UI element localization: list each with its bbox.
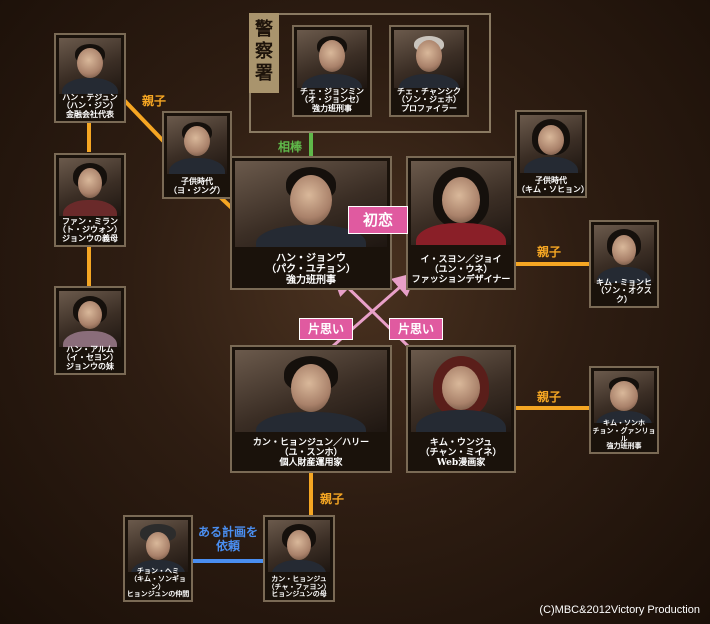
portrait-image bbox=[411, 161, 511, 245]
portrait-image bbox=[235, 350, 387, 432]
person-role: ジョンウの妹 bbox=[66, 361, 114, 372]
label-aibou: 相棒 bbox=[278, 140, 303, 154]
card-young-suyeon[interactable]: 子供時代 （キム・ソヒョン） bbox=[515, 110, 589, 198]
portrait-image bbox=[268, 520, 330, 572]
person-name: チェ・チャンシク bbox=[397, 85, 461, 96]
person-role: 強力班刑事 bbox=[606, 441, 642, 451]
label-request: 依頼 bbox=[215, 538, 240, 553]
person-name: ハン・ジョンウ bbox=[276, 253, 346, 264]
person-name: ファン・ミラン bbox=[62, 215, 118, 226]
person-name: イ・スヨン／ジョイ bbox=[420, 255, 502, 266]
actor-name: （チャン・ミイネ） bbox=[420, 448, 502, 459]
person-name: カン・ヒョンジュ bbox=[271, 573, 327, 583]
person-role: プロファイラー bbox=[401, 103, 457, 114]
actor-name: （ユ・スンホ） bbox=[279, 448, 343, 459]
card-kim-myunghee[interactable]: キム・ミョンヒ （ソン・オクスク） bbox=[589, 220, 659, 308]
person-name: チョン・ヘミ bbox=[137, 566, 179, 576]
person-name: キム・ミョンヒ bbox=[596, 276, 652, 287]
label-oyako-taejun: 親子 bbox=[142, 94, 167, 108]
person-name: 子供時代 bbox=[535, 175, 567, 186]
person-name: ハン・テジュン bbox=[62, 91, 118, 102]
actor-name: チョン・グァンリョル bbox=[592, 425, 656, 443]
actor-name: （キム・ソヒョン） bbox=[517, 184, 589, 195]
person-role: 強力班刑事 bbox=[312, 103, 352, 114]
actor-name: （チャ・ファヨン） bbox=[267, 581, 331, 591]
label-oyako-suyeon: 親子 bbox=[537, 245, 562, 259]
card-kim-sonho[interactable]: キム・ソンホ チョン・グァンリョル 強力班刑事 bbox=[589, 366, 659, 454]
person-role: Web漫画家 bbox=[436, 458, 486, 469]
police-group-label: 警察署 bbox=[249, 13, 279, 93]
actor-name: （ソン・ジェホ） bbox=[397, 94, 461, 105]
portrait-image bbox=[59, 291, 121, 347]
actor-name: （ハン・ジン） bbox=[62, 100, 118, 111]
actor-name: （パク・ユチョン） bbox=[266, 264, 356, 275]
portrait-image bbox=[411, 350, 511, 432]
person-name: ハン・アルム bbox=[66, 343, 114, 354]
card-han-arum[interactable]: ハン・アルム （イ・セヨン） ジョンウの妹 bbox=[54, 286, 126, 375]
person-role: 強力班刑事 bbox=[286, 275, 336, 286]
person-name: キム・ソンホ bbox=[603, 418, 645, 428]
person-role: 金融会社代表 bbox=[66, 109, 114, 120]
portrait-image bbox=[167, 116, 227, 174]
card-fang-miran[interactable]: ファン・ミラン （ト・ジウォン） ジョンウの義母 bbox=[54, 153, 126, 247]
first-love-badge: 初恋 bbox=[348, 206, 408, 234]
person-name: カン・ヒョンジュン／ハリー bbox=[252, 438, 370, 449]
label-oyako-eunju: 親子 bbox=[537, 390, 562, 404]
card-kang-hyungjun[interactable]: カン・ヒョンジュン／ハリー （ユ・スンホ） 個人財産運用家 bbox=[230, 345, 392, 473]
actor-name: （キム・ソンギョン） bbox=[130, 573, 186, 591]
portrait-image bbox=[128, 520, 188, 572]
label-oyako-hyungjun: 親子 bbox=[320, 492, 345, 506]
person-name: チェ・ジョンミン bbox=[300, 85, 364, 96]
one-sided-love-badge-left: 片思い bbox=[299, 318, 353, 340]
portrait-image bbox=[59, 158, 121, 216]
person-role: ヒョンジュンの仲間 bbox=[126, 589, 190, 599]
portrait-image bbox=[235, 161, 387, 247]
portrait-image bbox=[520, 115, 582, 173]
portrait-image bbox=[297, 30, 367, 88]
actor-name: （ソン・オクスク） bbox=[596, 285, 652, 305]
card-han-taejun[interactable]: ハン・テジュン （ハン・ジン） 金融会社代表 bbox=[54, 33, 126, 123]
person-role: ヒョンジュンの母 bbox=[271, 589, 327, 599]
card-han-jungwoo[interactable]: ハン・ジョンウ （パク・ユチョン） 強力班刑事 bbox=[230, 156, 392, 290]
card-jung-hyemi[interactable]: チョン・ヘミ （キム・ソンギョン） ヒョンジュンの仲間 bbox=[123, 515, 193, 602]
card-choi-changsik[interactable]: チェ・チャンシク （ソン・ジェホ） プロファイラー bbox=[389, 25, 469, 117]
actor-name: （ト・ジウォン） bbox=[58, 224, 122, 235]
card-kang-hyungju[interactable]: カン・ヒョンジュ （チャ・ファヨン） ヒョンジュンの母 bbox=[263, 515, 335, 602]
person-name: キム・ウンジュ bbox=[429, 438, 493, 449]
portrait-image bbox=[59, 38, 121, 94]
person-name: 子供時代 bbox=[181, 176, 213, 187]
card-choi-jongmin[interactable]: チェ・ジョンミン （オ・ジョンセ） 強力班刑事 bbox=[292, 25, 372, 117]
person-role: ジョンウの義母 bbox=[62, 233, 118, 244]
label-plan: ある計画を bbox=[197, 525, 258, 539]
card-young-jungwoo[interactable]: 子供時代 （ヨ・ジング） bbox=[162, 111, 232, 199]
actor-name: （イ・セヨン） bbox=[62, 352, 118, 363]
actor-name: （ユン・ウネ） bbox=[429, 265, 493, 276]
card-lee-suyeon[interactable]: イ・スヨン／ジョイ （ユン・ウネ） ファッションデザイナー bbox=[406, 156, 516, 290]
actor-name: （オ・ジョンセ） bbox=[300, 94, 364, 105]
person-role: ファッションデザイナー bbox=[411, 275, 511, 286]
portrait-image bbox=[594, 371, 654, 423]
card-kim-eunju[interactable]: キム・ウンジュ （チャン・ミイネ） Web漫画家 bbox=[406, 345, 516, 473]
label-plan-request: ある計画を 依頼 bbox=[196, 525, 260, 554]
one-sided-love-badge-right: 片思い bbox=[389, 318, 443, 340]
portrait-image bbox=[594, 225, 654, 283]
copyright-text: (C)MBC&2012Victory Production bbox=[539, 604, 700, 616]
portrait-image bbox=[394, 30, 464, 88]
person-role: 個人財産運用家 bbox=[279, 458, 343, 469]
actor-name: （ヨ・ジング） bbox=[169, 185, 225, 196]
